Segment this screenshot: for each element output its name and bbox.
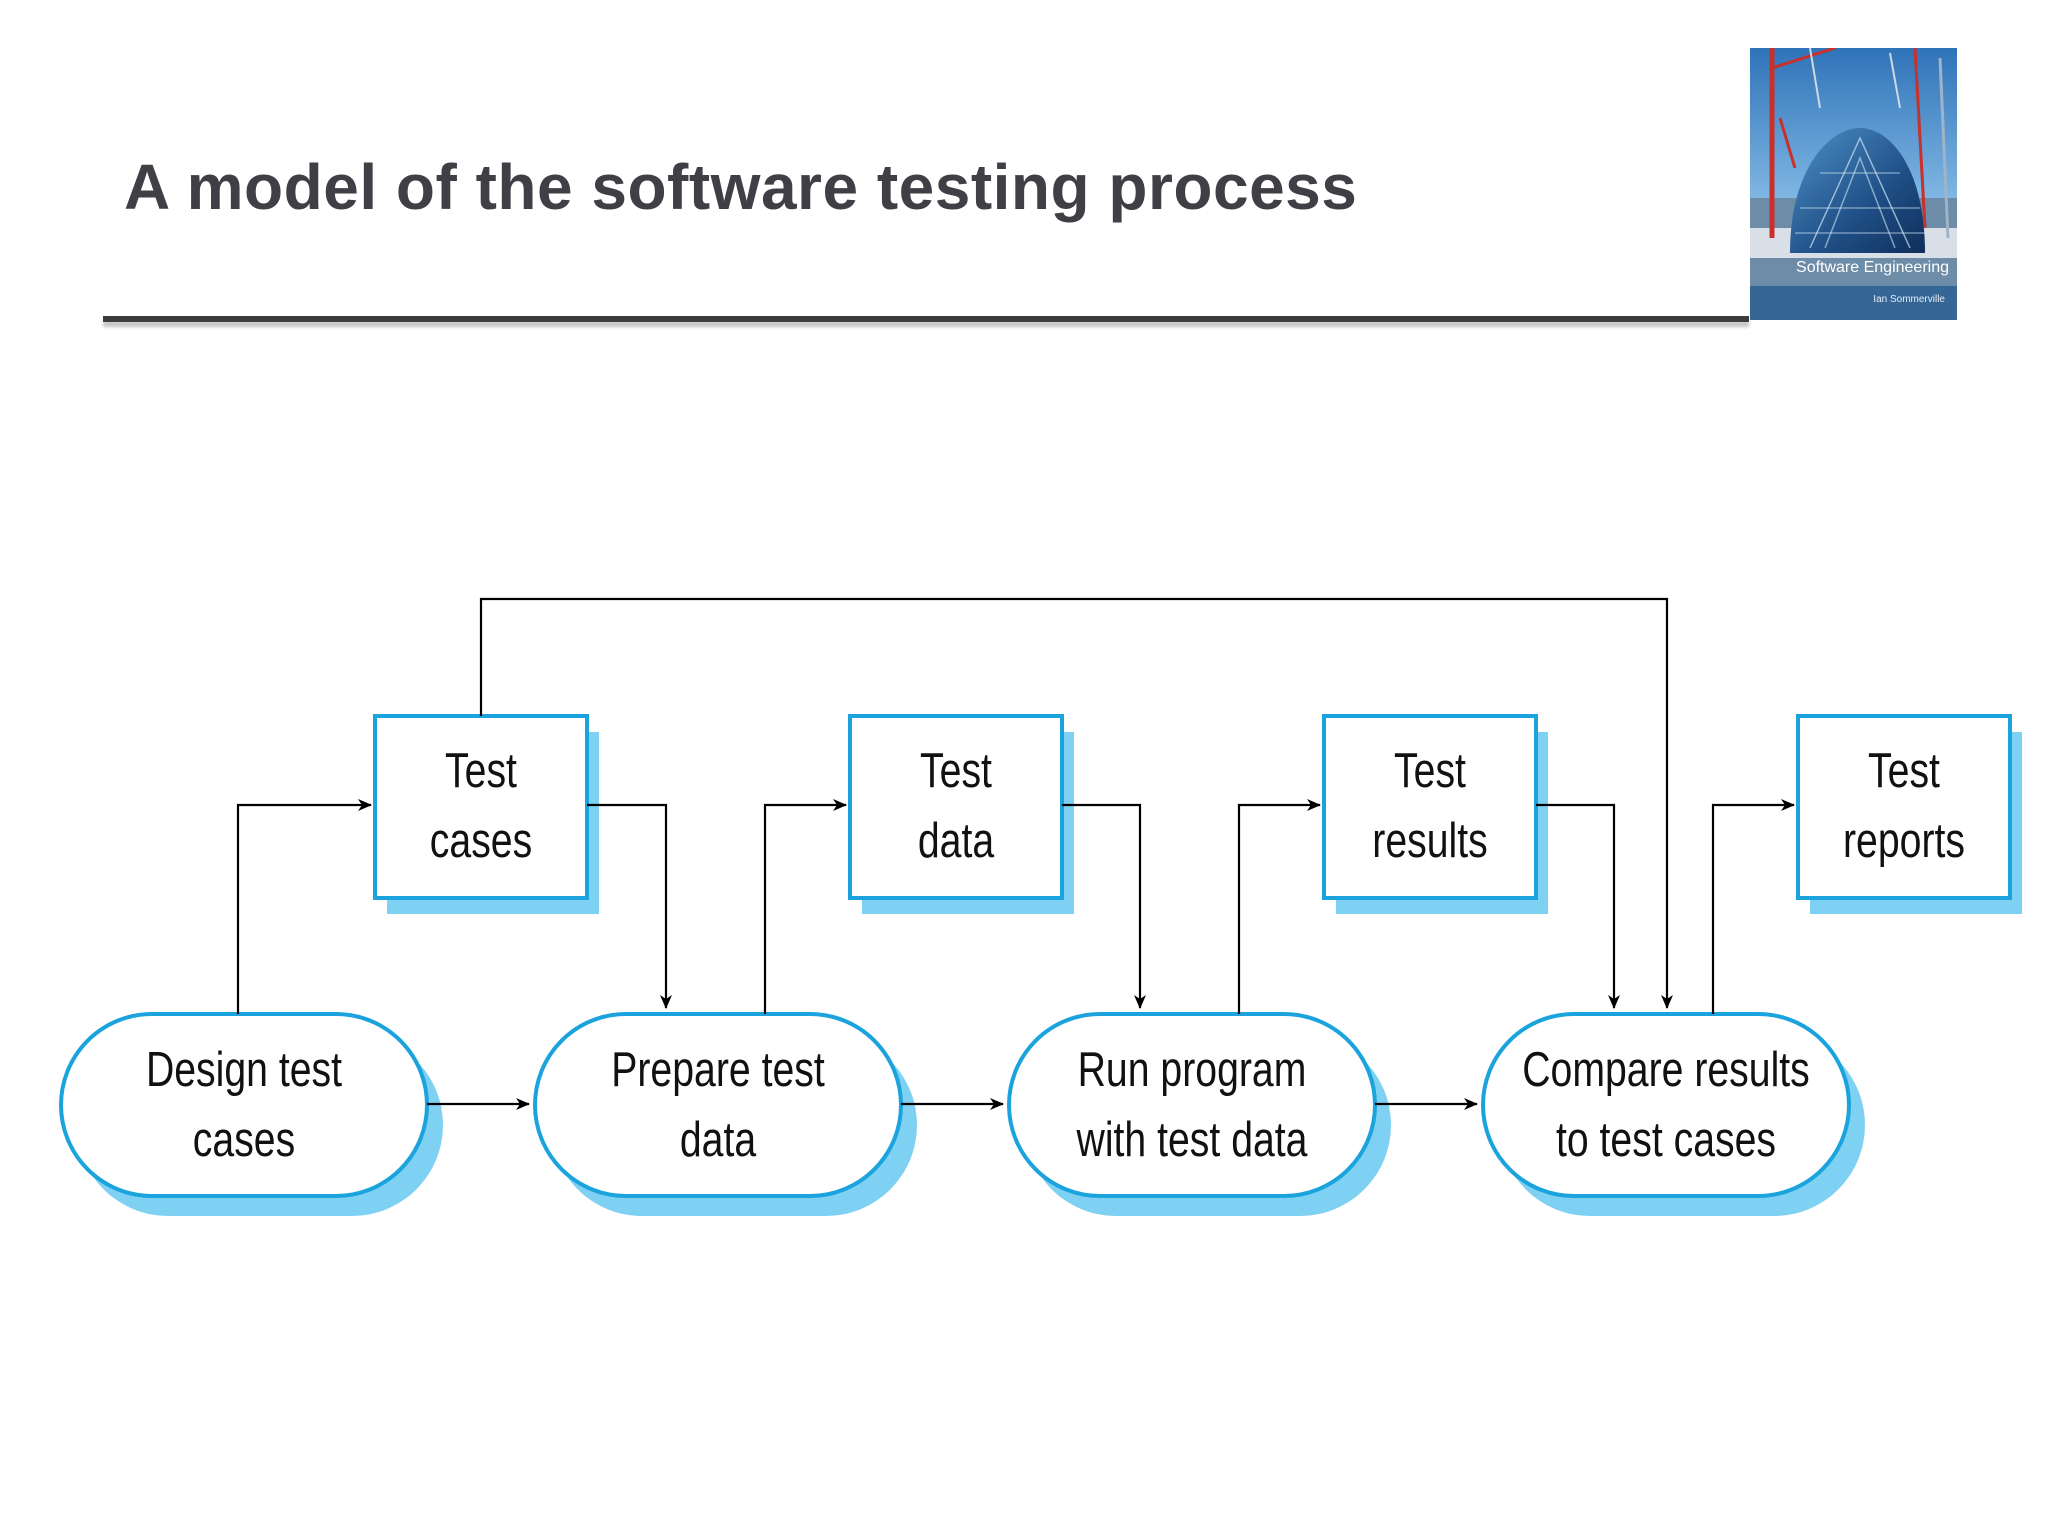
flow-arrow-test-data-to-run — [1062, 803, 1146, 1009]
artifact-label-line2: cases — [429, 814, 533, 868]
artifact-label-test-reports: Test reports — [1819, 736, 1989, 876]
flow-arrow-design-to-test-cases — [236, 799, 372, 1014]
artifact-label-line1: Test — [445, 744, 517, 798]
artifact-label-line1: Test — [920, 744, 992, 798]
page-title: A model of the software testing process — [124, 151, 1358, 223]
artifact-label-test-data: Test data — [871, 736, 1041, 876]
process-label-line2: cases — [192, 1113, 296, 1167]
process-label-line2: to test cases — [1555, 1113, 1777, 1167]
process-label-run: Run program with test data — [1046, 1035, 1339, 1175]
book-cover-author: Ian Sommerville — [1873, 294, 1945, 305]
process-label-line2: with test data — [1076, 1113, 1308, 1167]
process-label-prepare: Prepare test data — [572, 1035, 865, 1175]
flow-arrow-compare-to-test-reports — [1711, 799, 1795, 1014]
process-label-line1: Run program — [1077, 1043, 1307, 1097]
artifact-label-line2: data — [917, 814, 995, 868]
artifact-label-line2: results — [1372, 814, 1488, 868]
process-label-design: Design test cases — [98, 1035, 391, 1175]
artifact-box-test-cases — [373, 714, 589, 900]
process-label-line2: data — [679, 1113, 757, 1167]
process-node-compare — [1481, 1012, 1851, 1198]
artifact-label-test-cases: Test cases — [396, 736, 566, 876]
process-label-compare: Compare results to test cases — [1520, 1035, 1813, 1175]
artifact-box-test-reports — [1796, 714, 2012, 900]
title-divider — [103, 316, 1749, 322]
process-label-line1: Design test — [145, 1043, 343, 1097]
process-label-line1: Prepare test — [611, 1043, 825, 1097]
artifact-box-test-data — [848, 714, 1064, 900]
book-cover-image — [1750, 48, 1957, 320]
artifact-label-test-results: Test results — [1345, 736, 1515, 876]
flow-arrow-test-cases-to-compare — [479, 597, 1673, 1009]
flow-arrow-test-results-to-compare — [1536, 803, 1620, 1009]
artifact-label-line2: reports — [1842, 814, 1965, 868]
flow-arrow-test-cases-to-prepare — [587, 803, 672, 1009]
flow-arrow-run-to-test-results — [1237, 799, 1321, 1014]
process-label-line1: Compare results — [1522, 1043, 1810, 1097]
artifact-box-test-results — [1322, 714, 1538, 900]
artifact-label-line1: Test — [1868, 744, 1940, 798]
book-cover-illustration — [1750, 48, 1957, 320]
artifact-label-line1: Test — [1394, 744, 1466, 798]
book-cover-title: Software Engineering — [1796, 259, 1949, 276]
flow-arrow-prepare-to-test-data — [763, 799, 847, 1014]
